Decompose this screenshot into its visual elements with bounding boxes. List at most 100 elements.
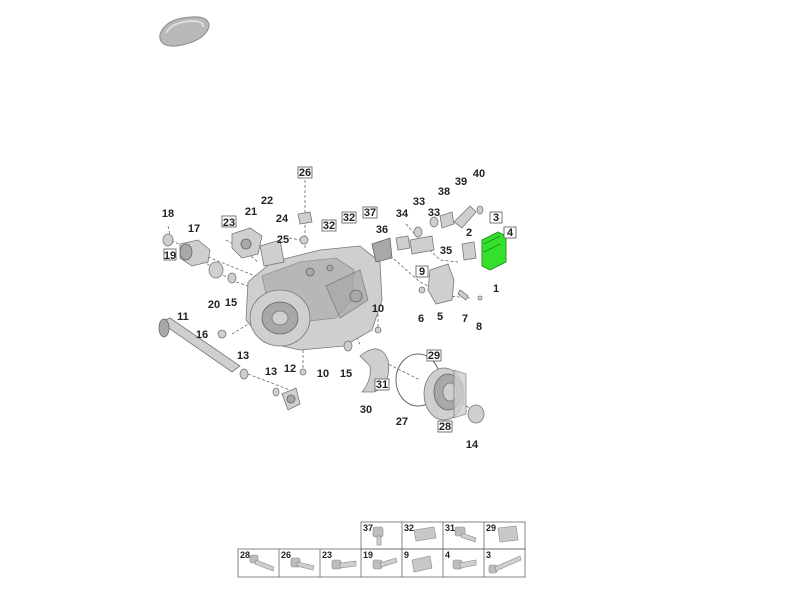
washer-15-lower[interactable] — [343, 340, 353, 352]
gasket-20[interactable] — [208, 261, 224, 279]
callout-33-a[interactable]: 33 — [413, 196, 425, 208]
bearing-13b[interactable] — [272, 387, 280, 397]
callout-15-a[interactable]: 15 — [225, 297, 237, 309]
callout-32-b[interactable]: 32 — [323, 220, 335, 232]
legend-cell-29[interactable]: 29 — [486, 523, 519, 543]
callout-35[interactable]: 35 — [440, 245, 452, 257]
part-thumbnail-icon[interactable] — [159, 16, 210, 47]
flange-12[interactable] — [281, 387, 301, 411]
ring-40[interactable] — [476, 205, 484, 215]
callout-15-b[interactable]: 15 — [340, 368, 352, 380]
svg-text:19: 19 — [363, 550, 373, 560]
callout-13-a[interactable]: 13 — [237, 350, 249, 362]
cover-22[interactable] — [259, 239, 285, 267]
callout-22[interactable]: 22 — [261, 195, 273, 207]
callout-9[interactable]: 9 — [419, 266, 425, 278]
washer-15[interactable] — [227, 272, 237, 284]
valve-38[interactable] — [439, 211, 455, 229]
callout-26[interactable]: 26 — [299, 167, 311, 179]
plug-34[interactable] — [395, 235, 411, 251]
callout-33-b[interactable]: 33 — [428, 207, 440, 219]
callout-29[interactable]: 29 — [428, 350, 440, 362]
screw-10-upper[interactable] — [374, 326, 382, 334]
callout-36[interactable]: 36 — [376, 224, 388, 236]
callout-13-b[interactable]: 13 — [265, 366, 277, 378]
bolt-icon — [454, 526, 477, 543]
callout-14[interactable]: 14 — [466, 439, 479, 451]
callout-5[interactable]: 5 — [437, 311, 443, 323]
legend-cell-23[interactable]: 23 — [322, 550, 357, 570]
bolt-icon — [372, 526, 384, 546]
callout-2[interactable]: 2 — [466, 227, 472, 239]
callout-38[interactable]: 38 — [438, 186, 450, 198]
callout-19[interactable]: 19 — [164, 250, 176, 262]
seal-33b[interactable] — [429, 216, 439, 228]
legend-cell-9[interactable]: 9 — [404, 550, 433, 573]
callout-4[interactable]: 4 — [507, 227, 514, 239]
callout-10-a[interactable]: 10 — [372, 303, 384, 315]
svg-text:32: 32 — [404, 523, 414, 533]
shaft-39[interactable] — [453, 205, 477, 229]
mount-5[interactable] — [427, 263, 455, 305]
callout-10-b[interactable]: 10 — [317, 368, 329, 380]
legend-cell-3[interactable]: 3 — [486, 550, 522, 574]
legend-cell-28[interactable]: 28 — [240, 550, 275, 572]
callout-39[interactable]: 39 — [455, 176, 467, 188]
callout-7[interactable]: 7 — [462, 313, 468, 325]
flange-17[interactable] — [179, 239, 211, 267]
drive-shaft-11[interactable] — [158, 317, 241, 373]
seal-16[interactable] — [217, 329, 227, 339]
callout-30[interactable]: 30 — [360, 404, 372, 416]
legend-cell-32[interactable]: 32 — [404, 523, 437, 542]
callout-8[interactable]: 8 — [476, 321, 482, 333]
legend-cell-4[interactable]: 4 — [445, 550, 477, 570]
bracket-36[interactable] — [371, 237, 393, 263]
legend-cell-37[interactable]: 37 — [363, 523, 384, 546]
seal-25[interactable] — [299, 235, 309, 245]
callout-1[interactable]: 1 — [493, 283, 499, 295]
callout-37[interactable]: 37 — [364, 207, 376, 219]
callout-31[interactable]: 31 — [376, 379, 388, 391]
bolt-7[interactable] — [457, 289, 469, 301]
callout-11[interactable]: 11 — [177, 311, 189, 323]
callout-32-a[interactable]: 32 — [343, 212, 355, 224]
callout-27[interactable]: 27 — [396, 416, 408, 428]
sleeve-icon — [411, 555, 433, 573]
callout-18[interactable]: 18 — [162, 208, 174, 220]
transmission-housing[interactable] — [245, 245, 383, 351]
callout-34[interactable]: 34 — [396, 208, 409, 220]
seal-14[interactable] — [467, 404, 485, 424]
seal-33a[interactable] — [413, 226, 423, 238]
bearing-13a[interactable] — [239, 368, 249, 380]
callout-28[interactable]: 28 — [439, 421, 451, 433]
svg-text:3: 3 — [486, 550, 491, 560]
callout-21[interactable]: 21 — [245, 206, 257, 218]
screw-10-lower[interactable] — [299, 368, 307, 376]
callout-3[interactable]: 3 — [493, 212, 499, 224]
control-unit-1-highlighted[interactable] — [481, 231, 507, 271]
callout-20[interactable]: 20 — [208, 299, 220, 311]
seal-ring-18[interactable] — [162, 233, 174, 247]
actuator-35[interactable] — [409, 235, 435, 255]
differential-28[interactable] — [423, 367, 467, 421]
callout-16[interactable]: 16 — [196, 329, 208, 341]
callout-12[interactable]: 12 — [284, 363, 296, 375]
callout-25[interactable]: 25 — [277, 234, 289, 246]
sleeve-icon — [497, 525, 519, 543]
legend-cell-19[interactable]: 19 — [363, 550, 398, 570]
plate-2[interactable] — [461, 241, 477, 261]
callout-24[interactable]: 24 — [276, 213, 289, 225]
callout-17[interactable]: 17 — [188, 223, 200, 235]
callout-6[interactable]: 6 — [418, 313, 424, 325]
pump-21[interactable] — [231, 227, 263, 259]
callout-40[interactable]: 40 — [473, 168, 485, 180]
bolt-icon — [249, 554, 275, 572]
svg-text:23: 23 — [322, 550, 332, 560]
callout-23[interactable]: 23 — [223, 217, 235, 229]
legend-cell-26[interactable]: 26 — [281, 550, 315, 571]
washer-6[interactable] — [418, 286, 426, 294]
bolt-8[interactable] — [477, 295, 483, 301]
legend-cell-31[interactable]: 31 — [445, 523, 477, 543]
sensor-24[interactable] — [297, 211, 313, 225]
